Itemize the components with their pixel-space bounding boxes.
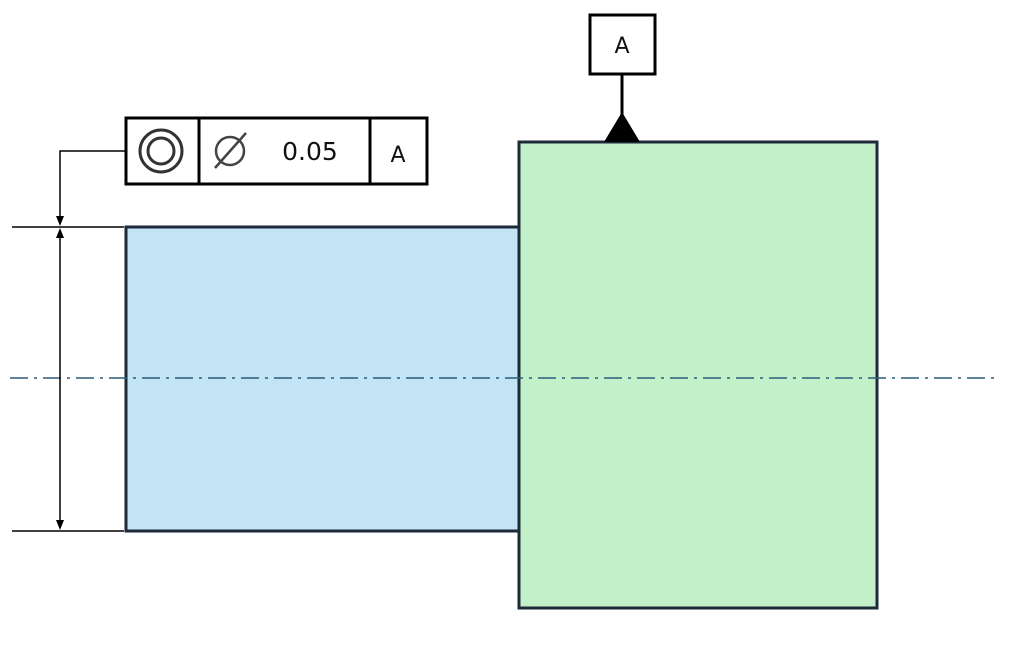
diameter-icon (214, 132, 247, 169)
datum-box (588, 13, 657, 76)
small-cylinder (124, 225, 521, 533)
dimension-arrow-bottom (56, 520, 64, 530)
concentricity-icon (138, 128, 184, 174)
datum-feature-symbol: A (588, 13, 657, 142)
fcf-tolerance-value: 0.05 (282, 137, 338, 166)
dimension-arrow-top (56, 228, 64, 238)
fcf-border (124, 116, 429, 186)
feature-control-frame: 0.05 A (124, 116, 429, 186)
leader-arrow (56, 216, 64, 226)
datum-label: A (614, 34, 629, 59)
fcf-datum-ref: A (390, 143, 405, 168)
large-cylinder (517, 140, 879, 610)
dimension-line (56, 228, 64, 530)
datum-triangle (604, 112, 640, 142)
fcf-leader (56, 150, 126, 226)
